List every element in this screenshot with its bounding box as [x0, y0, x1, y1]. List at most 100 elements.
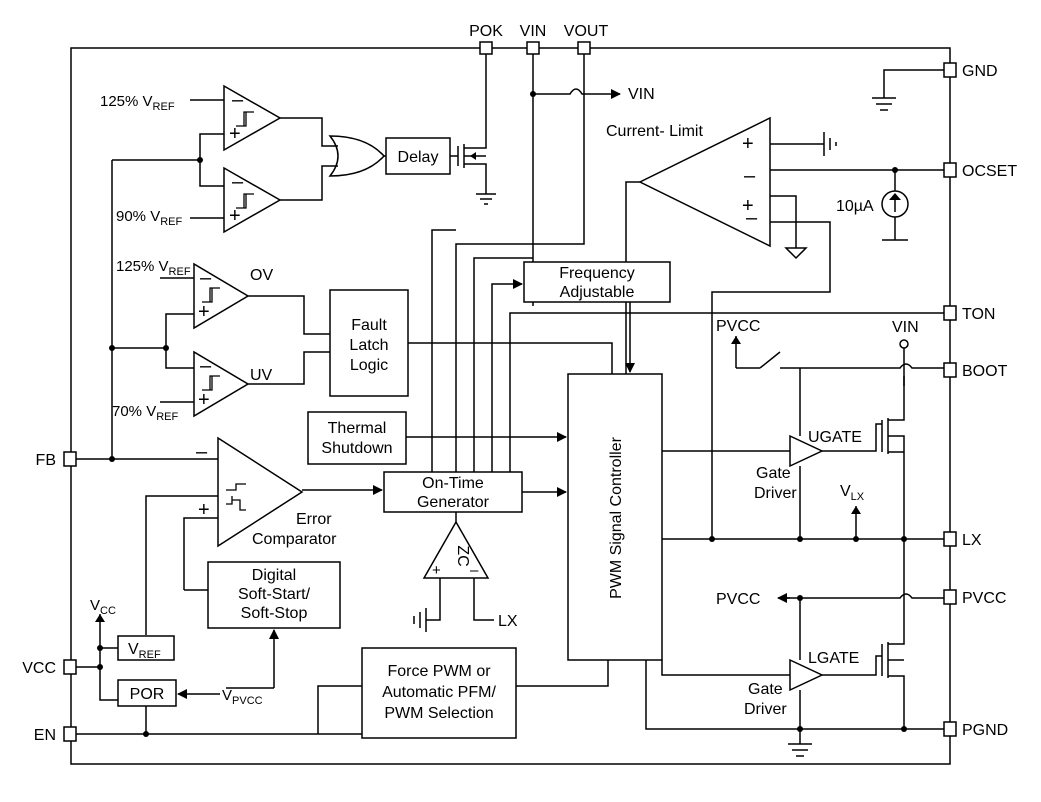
- pin-lx: LX: [943, 531, 982, 549]
- pin-boot: BOOT: [943, 362, 1008, 380]
- svg-text:Shutdown: Shutdown: [321, 440, 392, 457]
- svg-text:–: –: [200, 267, 212, 289]
- svg-text:+: +: [198, 389, 210, 411]
- or-gate: [328, 135, 386, 177]
- pin-pok: POK: [469, 23, 503, 55]
- pok-comparator-high: – +: [223, 84, 282, 152]
- pin-vcc: VCC: [22, 659, 77, 677]
- pin-fb-label: FB: [36, 452, 56, 469]
- svg-text:On-Time: On-Time: [422, 475, 484, 492]
- svg-text:+: +: [742, 195, 754, 217]
- ref-125-ov: 125% VREF: [116, 258, 191, 278]
- svg-text:Fault: Fault: [351, 317, 387, 334]
- error-comparator: – +: [196, 436, 304, 548]
- svg-text:+: +: [432, 562, 441, 579]
- pin-vcc-label: VCC: [22, 660, 56, 677]
- svg-text:–: –: [200, 355, 212, 377]
- svg-text:–: –: [744, 165, 756, 187]
- uv-label: UV: [250, 367, 273, 384]
- thermal-shutdown-block: Thermal Shutdown: [307, 411, 407, 465]
- current-limit-label: Current- Limit: [606, 123, 703, 140]
- uv-comparator: – +: [193, 350, 250, 418]
- error-comp-label-2: Comparator: [252, 531, 337, 548]
- vcc-label: VCC: [90, 597, 116, 617]
- fault-latch-block: Fault Latch Logic: [329, 289, 409, 397]
- pin-pok-label: POK: [469, 23, 503, 40]
- pin-vout-label: VOUT: [564, 23, 609, 40]
- pin-vin-top: VIN: [520, 23, 547, 55]
- pin-vout: VOUT: [564, 23, 609, 55]
- ten-ua-label: 10µA: [836, 198, 874, 215]
- svg-text:+: +: [742, 133, 754, 155]
- svg-text:–: –: [470, 562, 479, 579]
- vin-arrow-label: VIN: [628, 86, 655, 103]
- svg-text:Generator: Generator: [417, 494, 490, 511]
- pin-gnd-label: GND: [962, 63, 998, 80]
- svg-text:–: –: [196, 441, 208, 463]
- delay-block: Delay: [385, 137, 451, 175]
- pin-ton: TON: [943, 305, 995, 323]
- por-block: POR: [117, 679, 177, 707]
- current-limit-amp: + – + –: [638, 116, 771, 248]
- pvcc-out-label: PVCC: [716, 591, 760, 608]
- delay-label: Delay: [398, 149, 439, 166]
- svg-text:Soft-Start/: Soft-Start/: [238, 586, 311, 603]
- lgate-label: LGATE: [808, 650, 859, 667]
- ref-70: 70% VREF: [112, 403, 178, 423]
- low-side-nmos: [881, 539, 905, 729]
- chip-outline: [70, 47, 951, 765]
- svg-text:+: +: [229, 205, 241, 227]
- pin-vin-top-label: VIN: [520, 23, 547, 40]
- svg-text:Frequency: Frequency: [559, 265, 635, 282]
- svg-text:POR: POR: [130, 686, 165, 703]
- lgate-driver-label-2: Driver: [744, 701, 787, 718]
- pvcc-switch-label: PVCC: [716, 318, 760, 335]
- svg-text:Soft-Stop: Soft-Stop: [241, 605, 308, 622]
- pin-pgnd-label: PGND: [962, 722, 1008, 739]
- softstart-block: Digital Soft-Start/ Soft-Stop: [207, 561, 341, 629]
- error-comp-label-1: Error: [296, 511, 332, 528]
- pin-fb: FB: [36, 451, 77, 469]
- ov-label: OV: [250, 267, 273, 284]
- ontime-generator-block: On-Time Generator: [383, 471, 523, 513]
- pin-pvcc-label: PVCC: [962, 590, 1006, 607]
- zc-label: ZC: [454, 545, 471, 566]
- svg-text:+: +: [229, 123, 241, 145]
- pin-gnd: GND: [943, 62, 998, 80]
- zc-comparator: ZC + –: [422, 520, 490, 579]
- ugate-driver-label-2: Driver: [754, 485, 797, 502]
- ov-comparator: – +: [193, 262, 250, 330]
- svg-text:Digital: Digital: [252, 567, 296, 584]
- svg-text:Force PWM or: Force PWM or: [387, 663, 491, 680]
- vlx-label: VLX: [840, 483, 865, 503]
- svg-text:Logic: Logic: [350, 357, 388, 374]
- pin-lx-label: LX: [962, 532, 982, 549]
- ugate-driver-label-1: Gate: [756, 465, 791, 482]
- pin-boot-label: BOOT: [962, 363, 1008, 380]
- svg-text:+: +: [198, 499, 210, 521]
- svg-text:Thermal: Thermal: [328, 420, 387, 437]
- vin-boot-label: VIN: [892, 319, 919, 336]
- vpvcc-label: VPVCC: [222, 687, 263, 707]
- svg-text:Automatic PFM/: Automatic PFM/: [382, 684, 496, 701]
- svg-text:Latch: Latch: [349, 337, 388, 354]
- pwm-label: PWM Signal Controller: [608, 436, 625, 599]
- svg-text:VREF: VREF: [128, 641, 161, 661]
- pin-ocset: OCSET: [943, 162, 1017, 180]
- svg-text:–: –: [232, 171, 244, 193]
- ref-125-top: 125% VREF: [100, 93, 175, 113]
- pin-ton-label: TON: [962, 306, 995, 323]
- pin-pvcc: PVCC: [943, 589, 1006, 607]
- svg-text:–: –: [232, 89, 244, 111]
- vref-block: VREF: [117, 635, 175, 661]
- svg-text:–: –: [746, 207, 758, 229]
- ugate-label: UGATE: [808, 429, 862, 446]
- pok-comparator-low: – +: [223, 166, 282, 234]
- ref-90: 90% VREF: [116, 208, 182, 228]
- ground-pok: [476, 193, 496, 205]
- lgate-driver-label-1: Gate: [748, 681, 783, 698]
- svg-text:PWM Selection: PWM Selection: [384, 705, 493, 722]
- svg-text:Adjustable: Adjustable: [560, 284, 635, 301]
- current-source-10ua: [881, 170, 909, 241]
